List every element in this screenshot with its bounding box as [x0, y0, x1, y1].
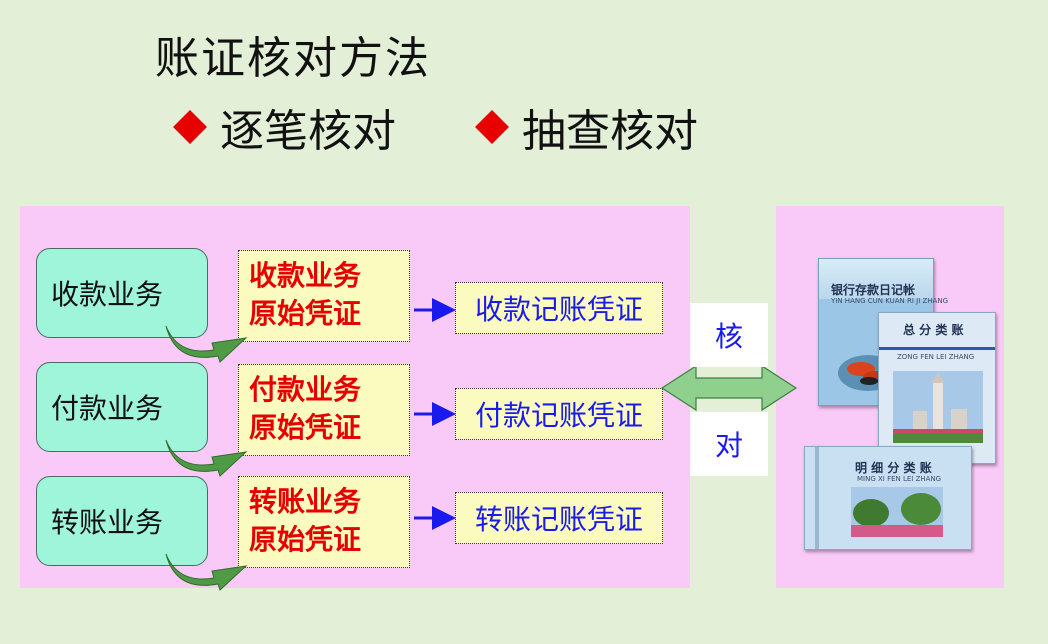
business-label: 转账业务 — [51, 506, 164, 539]
garden-photo-icon — [851, 487, 943, 537]
book-title: 银行存款日记帐 — [831, 283, 916, 297]
book-subtitle: MING XI FEN LEI ZHANG — [857, 475, 942, 483]
method-item-one-by-one: 逐笔核对 — [172, 95, 396, 159]
original-document-line: 原始凭证 — [249, 411, 362, 444]
verify-label-bottom: 对 — [690, 412, 768, 476]
book-subtitle: YIN HANG CUN KUAN RI JI ZHANG — [831, 297, 949, 305]
voucher-box-transfer: 转账记账凭证 — [455, 492, 663, 544]
method-label: 逐笔核对 — [220, 106, 396, 157]
method-item-sampling: 抽查核对 — [474, 95, 698, 159]
curved-arrow-icon — [165, 325, 248, 363]
book-title: 明 细 分 类 账 — [855, 461, 932, 475]
original-document-box-transfer: 转账业务 原始凭证 — [238, 476, 410, 568]
tower-photo-icon — [893, 371, 983, 443]
book-title: 总 分 类 账 — [903, 323, 964, 337]
curved-arrow-icon — [165, 553, 248, 591]
method-label: 抽查核对 — [522, 106, 698, 157]
curved-arrow-icon — [165, 439, 248, 477]
voucher-box-payment: 付款记账凭证 — [455, 388, 663, 440]
detail-ledger-book: 明 细 分 类 账 MING XI FEN LEI ZHANG — [804, 446, 972, 550]
business-label: 收款业务 — [51, 278, 164, 311]
voucher-box-receipt: 收款记账凭证 — [455, 282, 663, 334]
business-box-payment: 付款业务 — [36, 362, 208, 452]
business-box-transfer: 转账业务 — [36, 476, 208, 566]
original-document-box-payment: 付款业务 原始凭证 — [238, 364, 410, 456]
general-ledger-book: 总 分 类 账 ZONG FEN LEI ZHANG — [878, 312, 996, 464]
original-document-line: 付款业务 — [249, 373, 362, 406]
page-title: 账证核对方法 — [155, 33, 431, 84]
book-cover-header — [819, 259, 933, 299]
original-document-line: 原始凭证 — [249, 523, 362, 556]
double-arrow-icon — [660, 364, 798, 412]
original-document-line: 转账业务 — [249, 485, 362, 518]
book-spine — [815, 447, 819, 549]
book-subtitle: ZONG FEN LEI ZHANG — [897, 353, 975, 361]
book-divider — [879, 347, 995, 350]
business-box-receipt: 收款业务 — [36, 248, 208, 338]
original-document-line: 收款业务 — [249, 259, 362, 292]
verify-label-top: 核 — [690, 303, 768, 367]
original-document-box-receipt: 收款业务 原始凭证 — [238, 250, 410, 342]
business-label: 付款业务 — [51, 392, 164, 425]
original-document-line: 原始凭证 — [249, 297, 362, 330]
